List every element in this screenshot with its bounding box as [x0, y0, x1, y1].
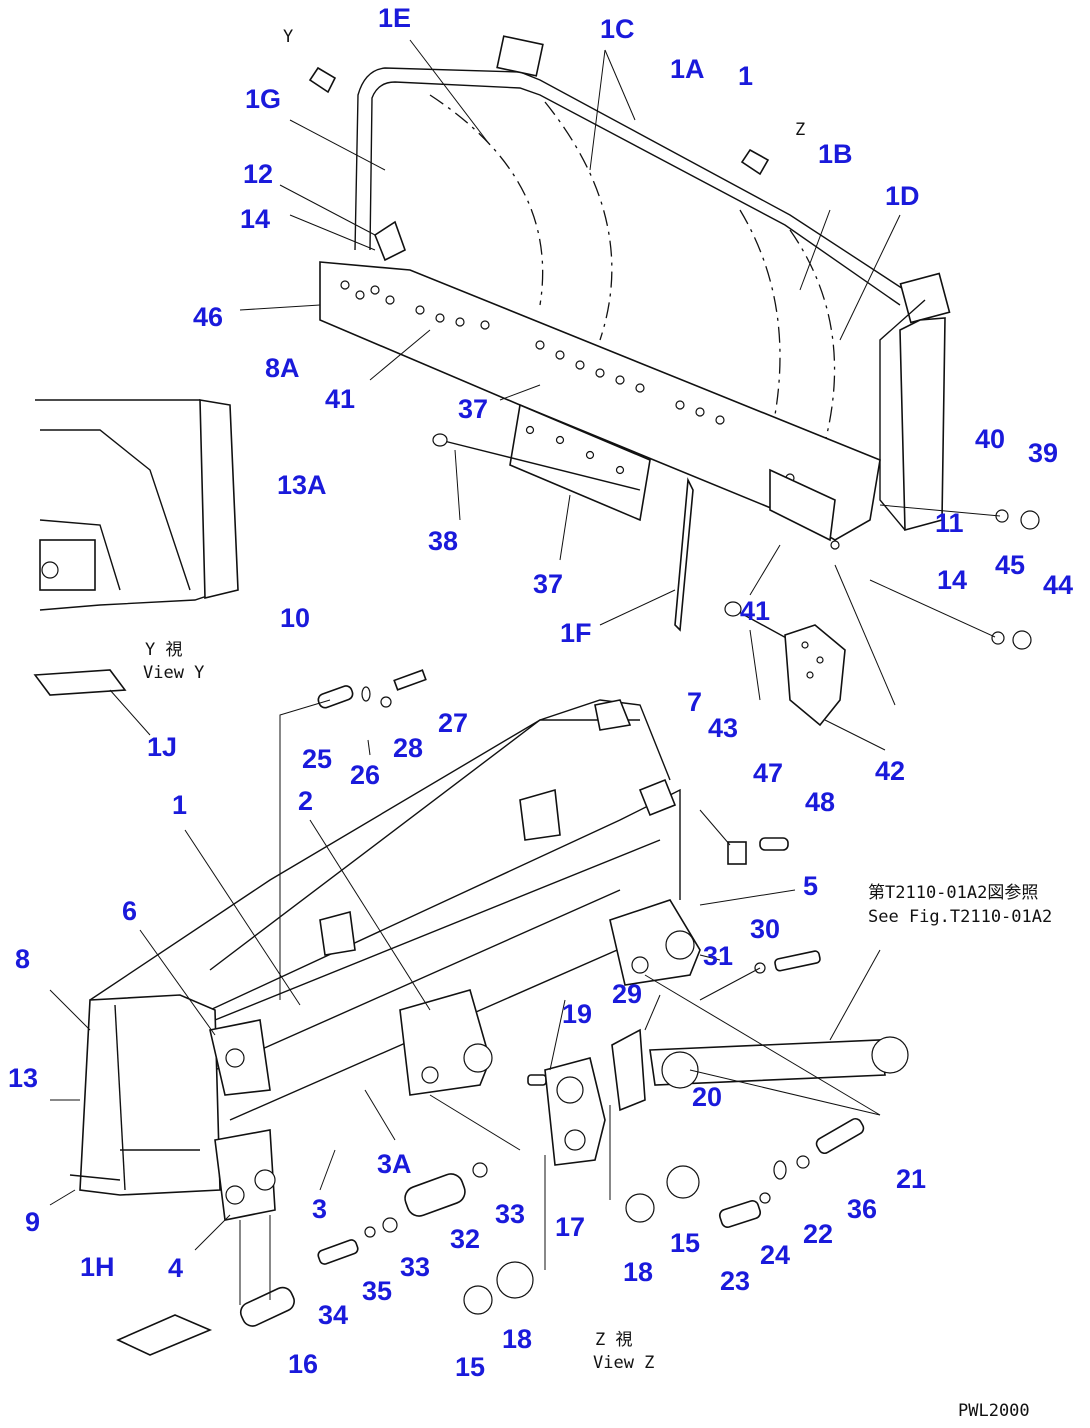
label-28: 28	[393, 733, 423, 763]
label-19: 19	[562, 999, 592, 1029]
view-y-jp: Y 視	[145, 640, 182, 660]
label-33a: 33	[495, 1199, 525, 1229]
label-39: 39	[1028, 438, 1058, 468]
label-1A: 1A	[670, 54, 705, 84]
label-22: 22	[803, 1219, 833, 1249]
label-32: 32	[450, 1224, 480, 1254]
label-23: 23	[720, 1266, 750, 1296]
label-7: 7	[687, 687, 702, 717]
label-1: 1	[738, 61, 753, 91]
label-36: 36	[847, 1194, 877, 1224]
blade-upper-assembly	[308, 35, 1040, 727]
label-42: 42	[875, 756, 905, 786]
arrow-z-letter: Z	[795, 120, 805, 140]
label-16: 16	[288, 1349, 318, 1379]
label-31: 31	[703, 941, 733, 971]
view-y-en: View Y	[143, 663, 204, 683]
label-1E: 1E	[378, 3, 411, 33]
view-notes: Y Z Y 視 View Y Z 視 View Z 第T2110-01A2図参照…	[143, 27, 1052, 1421]
label-1D: 1D	[885, 181, 920, 211]
label-24: 24	[760, 1240, 790, 1270]
label-33b: 33	[400, 1252, 430, 1282]
arrow-y-letter: Y	[283, 27, 293, 47]
label-13: 13	[8, 1063, 38, 1093]
label-14a: 14	[240, 204, 270, 234]
label-41b: 41	[740, 596, 770, 626]
label-37b: 37	[533, 569, 563, 599]
label-11: 11	[935, 508, 964, 538]
leader-lines	[49, 39, 901, 1251]
label-38: 38	[428, 526, 458, 556]
view-z-en: View Z	[593, 1353, 654, 1373]
label-27: 27	[438, 708, 468, 738]
label-20: 20	[692, 1082, 722, 1112]
label-40: 40	[975, 424, 1005, 454]
label-48: 48	[805, 787, 835, 817]
label-45: 45	[995, 550, 1025, 580]
label-15a: 15	[670, 1228, 700, 1258]
view-y-detail	[33, 399, 239, 736]
label-17: 17	[555, 1212, 585, 1242]
label-25: 25	[302, 744, 332, 774]
label-3A: 3A	[377, 1149, 412, 1179]
label-26: 26	[350, 760, 380, 790]
view-z-jp: Z 視	[595, 1330, 632, 1350]
label-4: 4	[168, 1253, 183, 1283]
label-1G: 1G	[245, 84, 281, 114]
label-46: 46	[193, 302, 223, 332]
label-3: 3	[312, 1194, 327, 1224]
label-8: 8	[15, 944, 30, 974]
label-12: 12	[243, 159, 273, 189]
label-1C: 1C	[600, 14, 635, 44]
see-fig-en: See Fig.T2110-01A2	[868, 907, 1052, 927]
label-44: 44	[1043, 570, 1073, 600]
label-5: 5	[803, 871, 818, 901]
label-30: 30	[750, 914, 780, 944]
label-2: 2	[298, 786, 313, 816]
label-41a: 41	[325, 384, 355, 414]
label-1b: 1	[172, 790, 187, 820]
label-1H: 1H	[80, 1252, 115, 1282]
part-labels: 1E 1C 1A 1 1G 1B 12 1D 14 46 8A 41 37 40…	[8, 3, 1073, 1382]
label-21: 21	[896, 1164, 926, 1194]
label-43: 43	[708, 713, 738, 743]
label-6: 6	[122, 896, 137, 926]
label-18a: 18	[623, 1257, 653, 1287]
label-1B: 1B	[818, 139, 853, 169]
label-1F: 1F	[560, 618, 592, 648]
see-fig-jp: 第T2110-01A2図参照	[868, 883, 1038, 903]
label-1J: 1J	[147, 732, 177, 762]
label-10: 10	[280, 603, 310, 633]
label-35: 35	[362, 1276, 392, 1306]
label-47: 47	[753, 758, 783, 788]
drawing-code: PWL2000	[958, 1401, 1030, 1421]
label-37a: 37	[458, 394, 488, 424]
frame-lower-assembly	[69, 669, 909, 1356]
label-14b: 14	[937, 565, 967, 595]
label-34: 34	[318, 1300, 348, 1330]
label-18b: 18	[502, 1324, 532, 1354]
label-29: 29	[612, 979, 642, 1009]
label-9: 9	[25, 1207, 40, 1237]
label-15b: 15	[455, 1352, 485, 1382]
label-8A: 8A	[265, 353, 300, 383]
label-13A: 13A	[277, 470, 327, 500]
